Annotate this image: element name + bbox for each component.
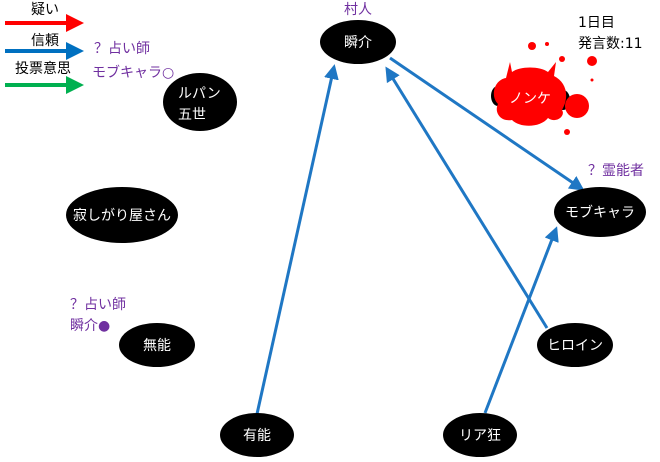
node-label: リア狂 [459, 428, 501, 444]
node-lonely[interactable]: 寂しがり屋さん [66, 187, 178, 243]
node-label: 寂しがり屋さん [73, 208, 171, 224]
node-mobukyara[interactable]: モブキャラ [554, 187, 646, 237]
post-count: 発言数:11 [578, 36, 643, 52]
legend-label-vote: 投票意思 [15, 60, 71, 77]
node-label-nonke: ノンケ [509, 91, 551, 107]
medium-annotation: ？霊能者 [588, 163, 644, 179]
edge-shunsuke-to-mobukyara [389, 56, 585, 191]
legend-arrowhead-doubt [66, 14, 84, 32]
legend-label-trust: 信頼 [31, 33, 59, 49]
edge-riakyou-to-mobukyara [483, 226, 559, 414]
node-heroine[interactable]: ヒロイン [537, 323, 613, 367]
node-munou[interactable]: 無能 [119, 323, 195, 367]
legend-arrowhead-trust [66, 42, 84, 60]
node-yuunou[interactable]: 有能 [220, 413, 294, 457]
legend-arrowhead-vote [66, 76, 84, 94]
legend-label-doubt: 疑い [31, 2, 59, 18]
legend: 疑い 信頼 投票意思 [5, 2, 84, 94]
edge-heroine-to-shunsuke [385, 66, 549, 329]
villager-annotation: 村人 [344, 2, 372, 18]
node-label: 五世 [178, 107, 206, 123]
seer-claim-result: 瞬介● [70, 318, 110, 334]
blood-splatter-icon [491, 42, 597, 135]
edge-yuunou-to-shunsuke [255, 64, 339, 415]
node-label: モブキャラ [565, 204, 635, 221]
day-label: 1日目 [578, 15, 615, 31]
node-label: 有能 [243, 428, 271, 444]
node-label: 瞬介 [344, 35, 372, 51]
node-label: ルパン [178, 86, 221, 102]
seer-claim-annotation: ？占い師 [70, 297, 126, 313]
node-riakyou[interactable]: リア狂 [443, 413, 517, 457]
seer-claim-annotation: ？占い師 [94, 41, 150, 57]
node-lupin[interactable]: ルパン 五世 [163, 73, 237, 131]
node-label: 無能 [143, 338, 171, 354]
node-shunsuke[interactable]: 瞬介 [320, 20, 396, 64]
node-label: ヒロイン [547, 338, 603, 354]
seer-claim-result: モブキャラ○ [92, 64, 174, 81]
